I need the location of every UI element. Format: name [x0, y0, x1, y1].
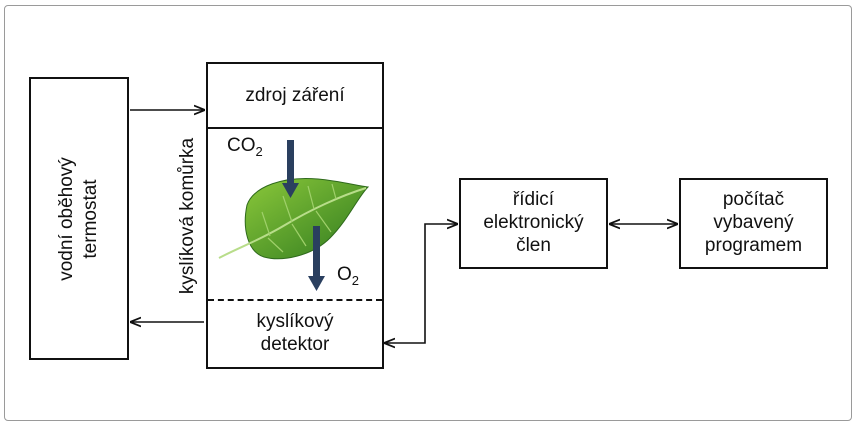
co2-label: CO2 — [227, 135, 263, 159]
control-unit-line2: elektronický — [483, 212, 584, 233]
control-unit-line1: řídicí — [512, 189, 555, 210]
control-unit-line3: člen — [516, 235, 551, 256]
control-unit-box — [459, 178, 608, 269]
computer-label: počítač vybavený programem — [679, 188, 828, 257]
computer-box — [679, 178, 828, 269]
detector-to-control-arrow — [385, 224, 457, 343]
o2-arrow — [308, 226, 325, 291]
thermostat-box: vodní oběhový termostat — [29, 77, 129, 360]
o2-subscript: 2 — [351, 272, 360, 288]
computer-line1: počítač — [722, 189, 785, 210]
control-unit-label: řídicí elektronický člen — [459, 188, 608, 257]
leaf-illustration — [218, 177, 370, 260]
diagram-frame — [4, 5, 852, 421]
detector-divider — [208, 299, 382, 301]
o2-base: O — [337, 264, 352, 285]
co2-base: CO — [227, 135, 256, 156]
light-source-divider — [206, 127, 384, 129]
detector-label: kyslíkový detektor — [206, 310, 384, 356]
co2-arrow — [282, 140, 299, 198]
computer-line3: programem — [704, 235, 803, 256]
detector-label-line2: detektor — [260, 334, 330, 355]
detector-label-line1: kyslíkový — [256, 311, 334, 332]
o2-label: O2 — [337, 264, 359, 288]
computer-line2: vybavený — [713, 212, 794, 233]
co2-subscript: 2 — [255, 143, 263, 159]
light-source-label: zdroj záření — [245, 85, 345, 106]
